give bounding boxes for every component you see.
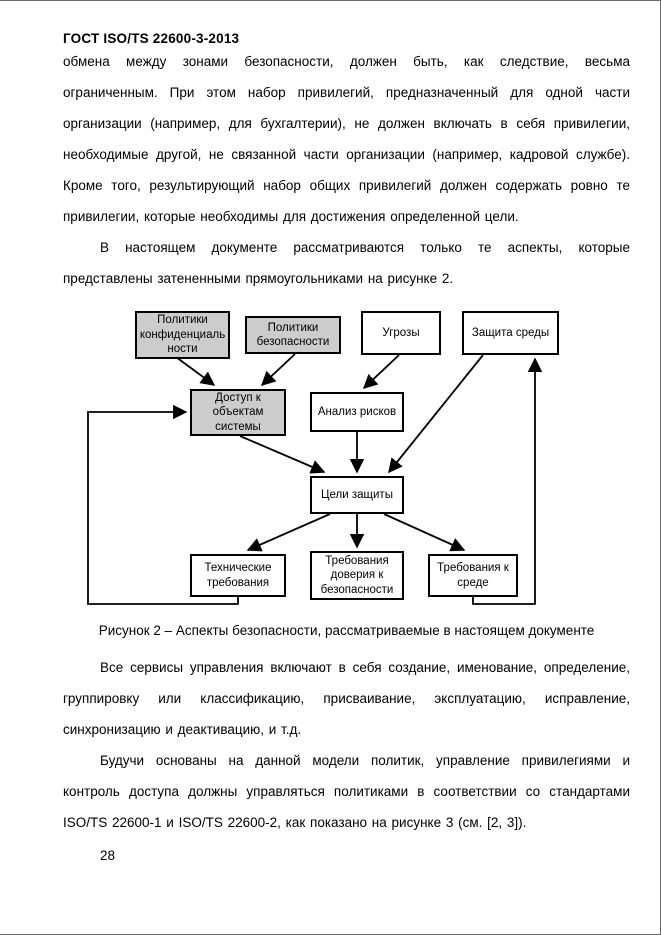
environment-protection-box: Защита среды	[462, 311, 559, 355]
paragraph: Все сервисы управления включают в себя с…	[63, 660, 630, 737]
environment-requirements-box: Требования к среде	[428, 554, 518, 597]
arrow-connector	[246, 513, 331, 552]
arrow-connector	[239, 435, 326, 474]
risk-analysis-box: Анализ рисков	[310, 392, 404, 432]
arrow-connector	[362, 354, 400, 389]
arrow-connector-feedback-left	[87, 404, 239, 605]
page-number: 28	[100, 848, 116, 863]
threats-box: Угрозы	[361, 311, 441, 355]
paragraph: В настоящем документе рассматриваются то…	[63, 240, 630, 286]
figure-arrows	[87, 353, 543, 605]
document-header: ГОСТ ISO/TS 22600-3-2013	[63, 31, 240, 46]
system-objects-access-box: Доступ к объектам системы	[190, 389, 286, 436]
arrow-connector	[175, 356, 216, 386]
confidentiality-policies-box: Политики конфиденциаль ности	[135, 311, 230, 359]
technical-requirements-box: Технические требования	[190, 554, 286, 597]
paragraph: обмена между зонами безопасности, должен…	[63, 54, 630, 224]
arrow-connector-feedback-right	[472, 357, 543, 605]
arrow-connector	[388, 354, 484, 474]
protection-goals-box: Цели защиты	[310, 476, 404, 514]
figure-caption: Рисунок 2 – Аспекты безопасности, рассма…	[98, 623, 595, 638]
arrow-connector	[260, 353, 296, 386]
arrow-connector	[383, 513, 466, 552]
assurance-requirements-box: Требования доверия к безопасности	[310, 551, 404, 600]
paragraph: Будучи основаны на данной модели политик…	[63, 753, 630, 830]
figure-2-diagram: Политики конфиденциаль ности Политики бе…	[63, 302, 630, 607]
security-policies-box: Политики безопасности	[245, 316, 341, 354]
